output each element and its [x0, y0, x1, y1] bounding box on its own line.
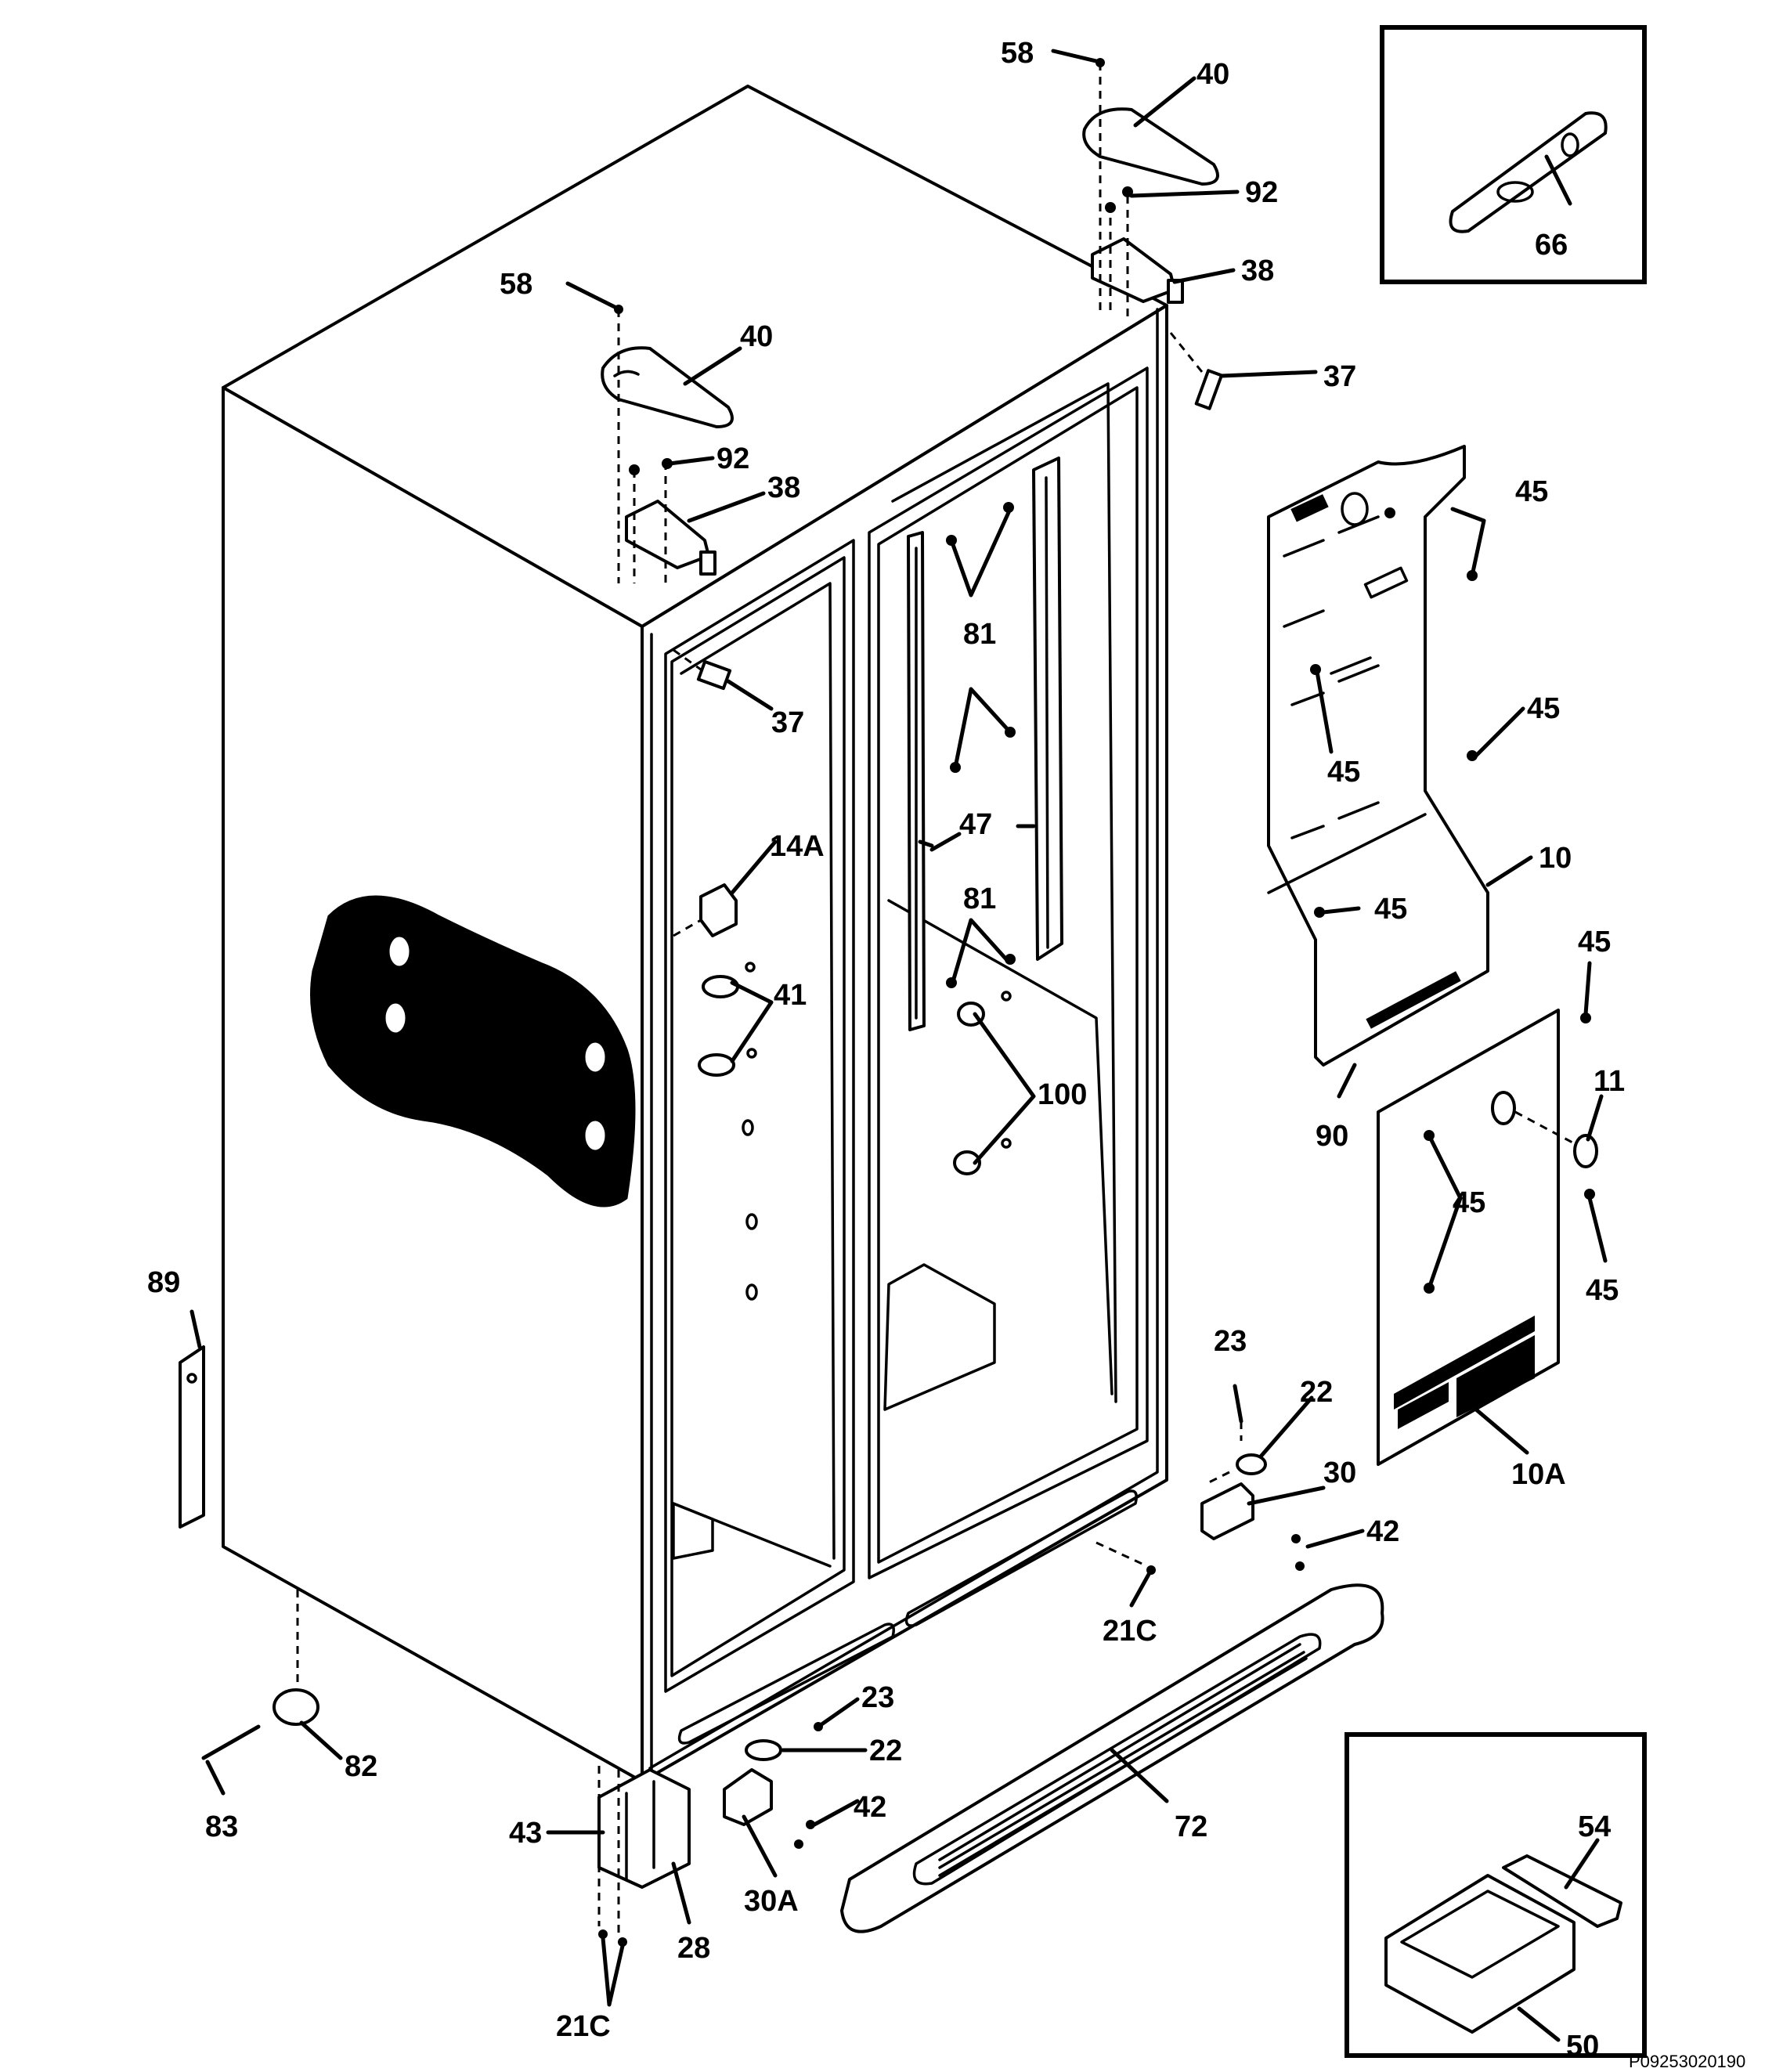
side-bracket [179, 1345, 205, 1529]
callout-28: 28 [677, 1932, 710, 1965]
callout-45-top: 45 [1515, 475, 1548, 508]
callout-labels: 58 40 92 38 37 66 58 40 92 38 37 81 47 8… [147, 37, 1625, 2063]
callout-45-far-right: 45 [1578, 926, 1611, 958]
callout-38-left: 38 [767, 471, 800, 504]
callout-45-bottom-right: 45 [1586, 1274, 1619, 1307]
callout-50: 50 [1566, 2030, 1599, 2063]
callout-42-left: 42 [854, 1791, 886, 1824]
hinge-cover-right [1082, 107, 1219, 186]
callout-81-lower: 81 [963, 883, 996, 915]
callout-22-right: 22 [1300, 1376, 1333, 1409]
refrigerator-cabinet [222, 85, 1168, 1783]
hinge-screws-left [614, 305, 673, 583]
callout-43: 43 [509, 1817, 542, 1850]
callout-37-left: 37 [771, 706, 804, 739]
callout-45-right: 45 [1527, 692, 1560, 725]
callout-72: 72 [1175, 1810, 1207, 1843]
callout-47: 47 [959, 808, 992, 841]
door-stop-right [1169, 332, 1223, 410]
callout-82: 82 [345, 1750, 377, 1783]
toe-grille [840, 1583, 1384, 1933]
cabinet-screw-center [1095, 1541, 1156, 1575]
drawing-code: P09253020190 [1629, 2052, 1745, 2071]
callout-83: 83 [205, 1810, 238, 1843]
door-stop-left [673, 648, 732, 691]
light-socket [673, 883, 738, 937]
callout-54: 54 [1578, 1810, 1611, 1843]
lower-hinge [597, 1766, 691, 1947]
callout-45-panel: 45 [1453, 1186, 1485, 1219]
callout-30: 30 [1323, 1457, 1356, 1489]
hinge-cover-left [601, 346, 734, 428]
callout-45-mid: 45 [1327, 756, 1360, 789]
callout-58-top-right: 58 [1001, 37, 1034, 70]
callout-10A: 10A [1511, 1458, 1566, 1491]
callout-21C-bottom: 21C [556, 2010, 611, 2043]
rear-grommet [1514, 1110, 1598, 1168]
callout-23-left: 23 [861, 1681, 894, 1714]
roller-assembly-left [723, 1722, 823, 1849]
leader-lines [189, 49, 1608, 2042]
lower-rear-panel [1377, 1009, 1560, 1466]
hinge-left [625, 500, 716, 576]
callout-37-right: 37 [1323, 360, 1356, 393]
callout-92-top-right: 92 [1245, 176, 1278, 209]
callout-38-top-right: 38 [1241, 254, 1274, 287]
inset-box-hinge-plate [1380, 25, 1647, 284]
shelf-pins [698, 962, 757, 1077]
callout-14A: 14A [770, 830, 825, 863]
callout-100: 100 [1038, 1078, 1087, 1111]
callout-23-right: 23 [1214, 1325, 1247, 1358]
callout-58-left: 58 [500, 268, 532, 301]
callout-45-lower: 45 [1374, 893, 1407, 926]
callout-10: 10 [1539, 842, 1572, 875]
callout-90: 90 [1316, 1120, 1348, 1153]
callout-40-left: 40 [740, 320, 773, 353]
rear-screws [1310, 507, 1595, 1294]
callout-66: 66 [1535, 229, 1568, 262]
leveling-leg [201, 1590, 319, 1760]
roller-assembly-right [1200, 1421, 1305, 1571]
callout-42-right: 42 [1366, 1515, 1399, 1548]
callout-22-left: 22 [869, 1734, 902, 1767]
callout-81-upper: 81 [963, 618, 996, 651]
shelf-ladder-left [907, 531, 926, 1031]
callout-41: 41 [774, 979, 807, 1012]
rear-access-panel [1267, 445, 1489, 1067]
callout-92-left: 92 [716, 442, 749, 475]
callout-21C-center: 21C [1103, 1615, 1157, 1648]
callout-30A: 30A [744, 1885, 799, 1918]
shelf-ladder-right [1032, 457, 1063, 961]
callout-89: 89 [147, 1266, 180, 1299]
callout-11: 11 [1594, 1065, 1625, 1098]
inset-box-ice-tray [1345, 1732, 1647, 2058]
callout-40-top-right: 40 [1197, 58, 1229, 91]
